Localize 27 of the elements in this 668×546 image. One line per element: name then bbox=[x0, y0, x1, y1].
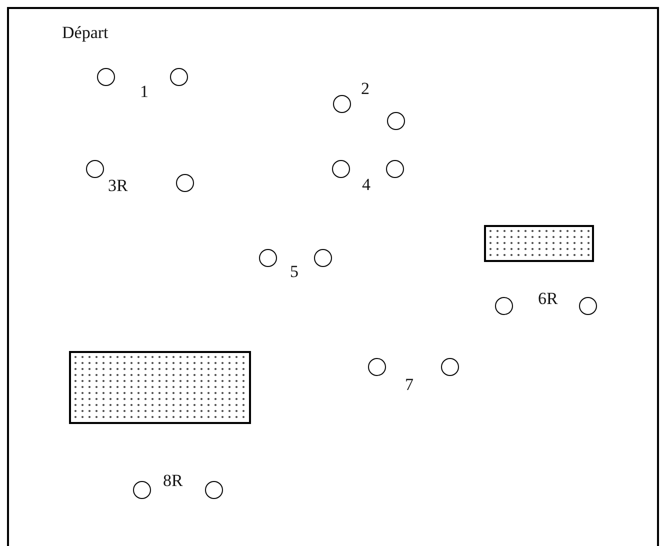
obstacle-post bbox=[387, 112, 405, 130]
obstacle-post bbox=[386, 160, 404, 178]
obstacle-post bbox=[579, 297, 597, 315]
obstacle-post bbox=[97, 68, 115, 86]
obstacle-post bbox=[332, 160, 350, 178]
jump-number: 4 bbox=[362, 176, 370, 193]
obstacle-post bbox=[133, 481, 151, 499]
obstacle-post bbox=[368, 358, 386, 376]
dotted-area bbox=[484, 225, 594, 262]
obstacle-post bbox=[314, 249, 332, 267]
jump-number: 6R bbox=[538, 290, 558, 307]
obstacle-post bbox=[259, 249, 277, 267]
obstacle-post bbox=[176, 174, 194, 192]
start-label: Départ bbox=[62, 24, 108, 41]
obstacle-post bbox=[170, 68, 188, 86]
jump-number: 3R bbox=[108, 177, 128, 194]
jump-number: 8R bbox=[163, 472, 183, 489]
obstacle-post bbox=[333, 95, 351, 113]
dotted-area bbox=[69, 351, 251, 424]
jump-number: 2 bbox=[361, 80, 370, 97]
obstacle-post bbox=[441, 358, 459, 376]
jump-number: 1 bbox=[140, 83, 148, 100]
obstacle-post bbox=[495, 297, 513, 315]
jump-number: 5 bbox=[290, 263, 298, 280]
obstacle-post bbox=[86, 160, 104, 178]
obstacle-post bbox=[205, 481, 223, 499]
jump-number: 7 bbox=[405, 376, 414, 393]
